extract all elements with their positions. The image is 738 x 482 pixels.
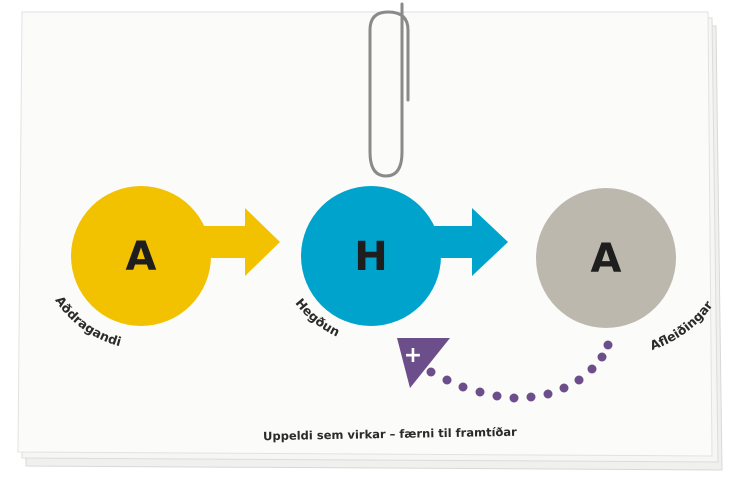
plus-icon: + <box>404 343 422 368</box>
consequence-letter: A <box>591 236 622 282</box>
antecedent-letter: A <box>126 234 157 280</box>
behavior-letter: H <box>354 234 387 280</box>
